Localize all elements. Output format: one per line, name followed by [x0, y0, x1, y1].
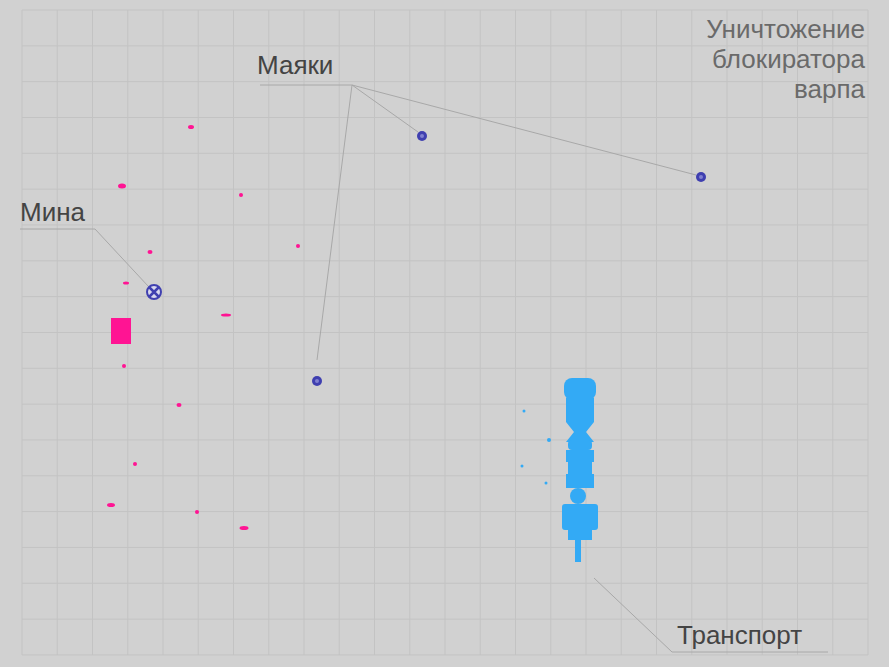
- beacon-label: Маяки: [257, 50, 333, 80]
- map-grid: [22, 10, 868, 655]
- transport-label: Транспорт: [677, 620, 802, 650]
- transport-ship: [521, 378, 599, 562]
- mission-title: Уничтожение блокиратора варпа: [655, 14, 865, 104]
- mine-label: Мина: [20, 197, 85, 227]
- beacons: [312, 131, 706, 386]
- leader-lines: [20, 85, 828, 652]
- debris-field: [107, 125, 300, 530]
- mine-symbol: [147, 285, 161, 299]
